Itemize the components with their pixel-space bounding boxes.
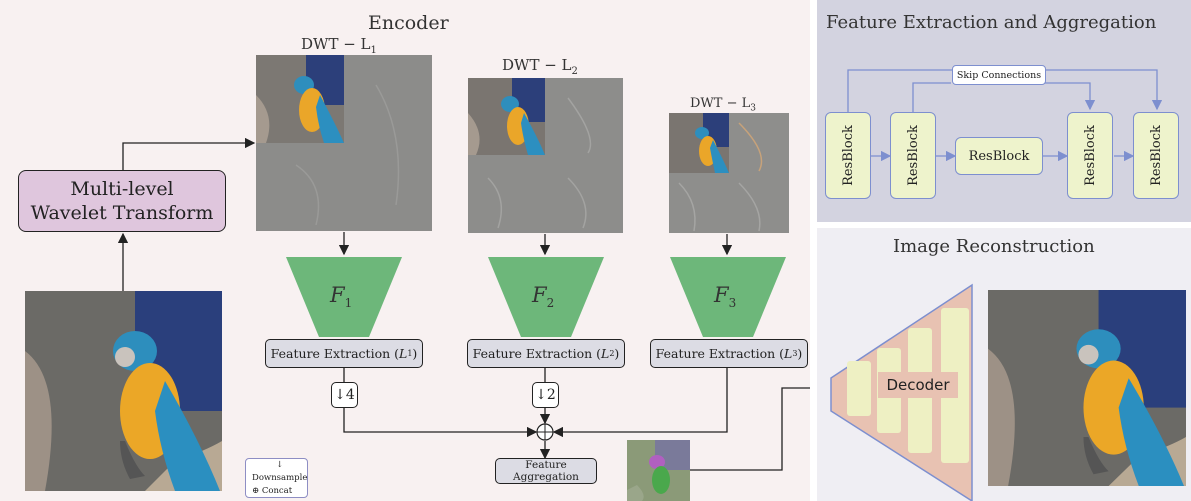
resblock-2: ResBlock bbox=[890, 112, 936, 199]
feature-aggregation-box: Feature Aggregation bbox=[495, 458, 597, 484]
fea-title: Feature Extraction and Aggregation bbox=[826, 12, 1157, 33]
fea-panel bbox=[817, 0, 1191, 222]
resblock-5: ResBlock bbox=[1133, 112, 1179, 199]
resblock-4: ResBlock bbox=[1067, 112, 1113, 199]
f1-label: F1 bbox=[330, 283, 353, 311]
legend-concat: ⊕ Concat bbox=[252, 485, 293, 496]
input-parrot-image bbox=[25, 291, 222, 491]
encoder-connectors bbox=[117, 137, 810, 471]
mwt-line1: Multi-level bbox=[70, 178, 174, 200]
f1-trapezoid bbox=[286, 257, 402, 337]
decoder-block-1 bbox=[847, 361, 871, 416]
f3-trapezoid bbox=[670, 257, 786, 337]
dwt-l1-label: DWT − L1 bbox=[301, 35, 377, 56]
mwt-line2: Wavelet Transform bbox=[30, 202, 214, 224]
legend-box: ↓ Downsample ⊕ Concat bbox=[245, 458, 308, 498]
decoder-label: Decoder bbox=[878, 372, 958, 398]
legend-downsample: ↓ Downsample bbox=[252, 459, 308, 483]
encoder-title: Encoder bbox=[368, 12, 449, 34]
f3-label: F3 bbox=[714, 283, 737, 311]
dwt-l2-approx bbox=[468, 78, 545, 155]
dwt-l3-approx bbox=[669, 113, 729, 173]
dwt-l2-label: DWT − L2 bbox=[502, 56, 578, 77]
recon-title: Image Reconstruction bbox=[893, 236, 1095, 257]
decoder-shape bbox=[830, 283, 973, 501]
skip-connections-label: Skip Connections bbox=[952, 65, 1046, 85]
downsample-4-box: ↓4 bbox=[331, 382, 358, 408]
dwt-l1-image bbox=[256, 55, 432, 231]
dwt-l3-image bbox=[669, 113, 789, 233]
dwt-l2-image bbox=[468, 78, 623, 233]
downsample-2-box: ↓2 bbox=[532, 382, 559, 408]
resblock-1: ResBlock bbox=[825, 112, 871, 199]
multilevel-wavelet-transform-box: Multi-level Wavelet Transform bbox=[18, 170, 226, 232]
resblock-3: ResBlock bbox=[955, 137, 1043, 175]
f2-label: F2 bbox=[532, 283, 555, 311]
dwt-l1-approx bbox=[256, 55, 344, 143]
aggregated-feature-image bbox=[627, 440, 690, 501]
reconstructed-parrot-image bbox=[988, 290, 1186, 486]
dwt-l3-label: DWT − L3 bbox=[690, 96, 756, 114]
f2-trapezoid bbox=[488, 257, 604, 337]
